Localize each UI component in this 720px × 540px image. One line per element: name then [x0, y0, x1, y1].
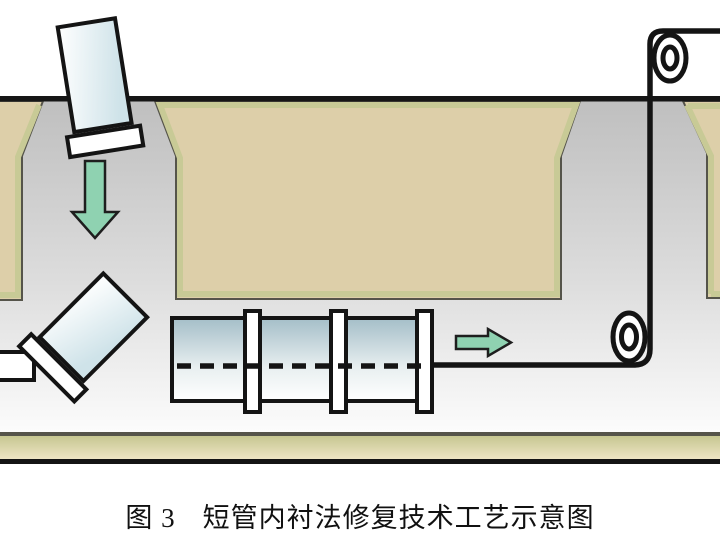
pipe-body: [170, 316, 420, 403]
pipe-flange: [243, 309, 262, 414]
middle-soil-block: [153, 100, 582, 300]
lining-pipe-assembly: [170, 309, 434, 414]
pipe-flange: [415, 309, 434, 414]
pipe-flange: [329, 309, 348, 414]
pipe-flange: [16, 331, 90, 405]
right-arrow-icon: [454, 326, 514, 359]
upper-pulley-icon: [651, 32, 689, 84]
figure-caption-title: 短管内衬法修复技术工艺示意图: [202, 503, 595, 533]
figure-caption-label: 图 3: [125, 503, 176, 533]
bottom-strip: [0, 432, 720, 464]
pipe-flange: [64, 123, 146, 160]
pipe-segment-rotating: [16, 270, 150, 405]
ground-surface-line: [0, 96, 720, 102]
figure-caption: 图 3 短管内衬法修复技术工艺示意图: [0, 496, 720, 535]
lower-pulley-icon: [610, 310, 648, 364]
winch-cable: [432, 28, 720, 368]
down-arrow-icon: [69, 159, 121, 240]
pipe-segment-lowering: [55, 16, 146, 160]
